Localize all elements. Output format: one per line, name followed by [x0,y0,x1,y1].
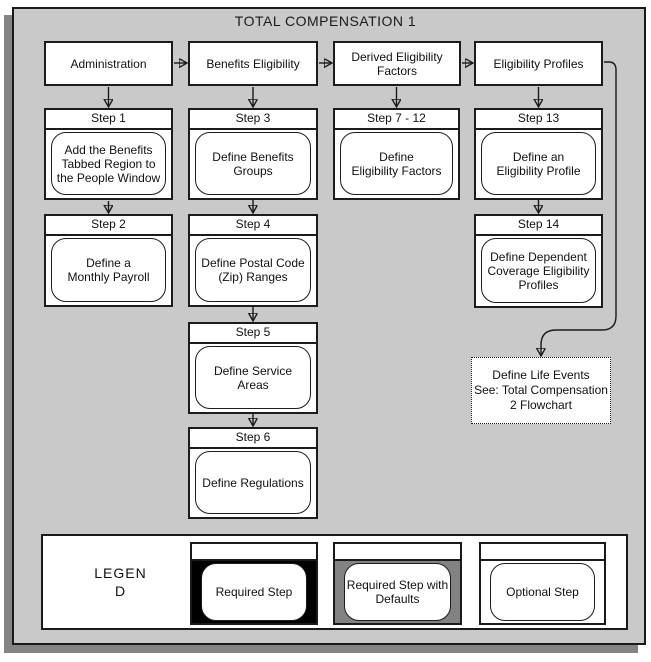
step-13-body: Define an Eligibility Profile [476,130,601,198]
step-5-task: Define Service Areas [195,346,311,409]
step-13-box: Step 13 Define an Eligibility Profile [474,108,603,200]
step-2-box: Step 2 Define a Monthly Payroll [44,214,173,307]
phase-benefits-eligibility: Benefits Eligibility [188,41,318,86]
step-13-header: Step 13 [476,110,601,130]
step-3-header: Step 3 [190,110,316,130]
step-14-header: Step 14 [476,216,601,236]
step-5-header: Step 5 [190,324,316,344]
step-4-header: Step 4 [190,216,316,236]
legend-required-defaults-header [335,544,460,561]
legend-required-defaults-label: Required Step with Defaults [344,563,451,621]
step-14-body: Define Dependent Coverage Eligibility Pr… [476,236,601,306]
step-7-12-box: Step 7 - 12 Define Eligibility Factors [333,108,460,200]
phase-eligibility-profiles: Eligibility Profiles [474,41,603,86]
step-2-task: Define a Monthly Payroll [51,238,166,302]
step-3-body: Define Benefits Groups [190,130,316,198]
legend-optional-step-sample: Optional Step [479,542,606,625]
step-2-body: Define a Monthly Payroll [46,236,171,305]
legend-optional-step-fill: Optional Step [481,561,604,623]
step-1-header: Step 1 [46,110,171,130]
step-7-12-header: Step 7 - 12 [335,110,458,130]
legend-required-defaults-sample: Required Step with Defaults [333,542,462,625]
step-4-box: Step 4 Define Postal Code (Zip) Ranges [188,214,318,307]
step-3-task: Define Benefits Groups [195,132,311,195]
step-7-12-body: Define Eligibility Factors [335,130,458,198]
step-3-box: Step 3 Define Benefits Groups [188,108,318,200]
step-1-body: Add the Benefits Tabbed Region to the Pe… [46,130,171,198]
step-13-task: Define an Eligibility Profile [481,132,596,195]
step-4-body: Define Postal Code (Zip) Ranges [190,236,316,305]
legend-title: LEGEN D [94,565,147,599]
step-5-body: Define Service Areas [190,344,316,412]
step-6-body: Define Regulations [190,449,316,517]
phase-administration: Administration [44,41,173,86]
legend-optional-step-label: Optional Step [490,563,595,621]
legend-required-step-header [192,544,316,561]
step-6-task: Define Regulations [195,451,311,514]
step-6-header: Step 6 [190,429,316,449]
phase-derived-eligibility-factors: Derived Eligibility Factors [333,41,461,86]
legend-required-step-fill: Required Step [192,561,316,623]
step-14-task: Define Dependent Coverage Eligibility Pr… [481,238,596,303]
step-5-box: Step 5 Define Service Areas [188,322,318,414]
legend-box: LEGEN D Required Step Required Step with… [41,534,628,630]
step-4-task: Define Postal Code (Zip) Ranges [195,238,311,302]
legend-required-step-sample: Required Step [190,542,318,625]
step-7-12-task: Define Eligibility Factors [340,132,453,195]
step-14-box: Step 14 Define Dependent Coverage Eligib… [474,214,603,308]
step-6-box: Step 6 Define Regulations [188,427,318,519]
life-events-note: Define Life Events See: Total Compensati… [471,357,611,424]
legend-required-defaults-fill: Required Step with Defaults [335,561,460,623]
step-2-header: Step 2 [46,216,171,236]
legend-optional-step-header [481,544,604,561]
step-1-task: Add the Benefits Tabbed Region to the Pe… [51,132,166,195]
step-1-box: Step 1 Add the Benefits Tabbed Region to… [44,108,173,200]
diagram-title: TOTAL COMPENSATION 1 [234,13,417,29]
legend-required-step-label: Required Step [201,563,307,621]
